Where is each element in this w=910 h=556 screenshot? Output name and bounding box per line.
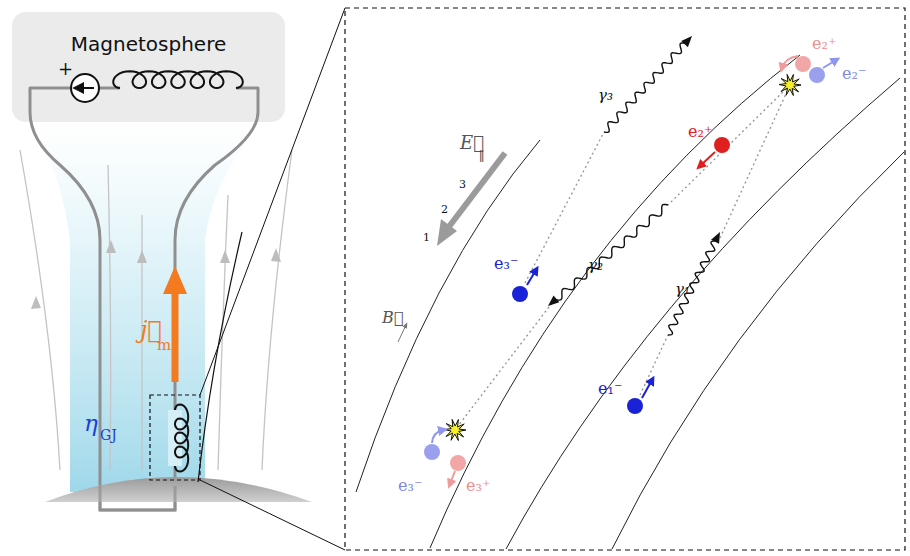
step-number: 3 [459,179,466,190]
zoom-panel [345,8,905,550]
pair-creation-star [779,74,801,95]
velocity-arrow [642,380,652,398]
inductor-coil [113,71,243,88]
electron-label: e₂⁻ [842,66,866,82]
efield-subscript: ∥ [479,150,485,163]
photon-wave [668,241,716,335]
current-arrow [172,292,179,382]
zoom-line [200,8,345,550]
velocity-arrow [450,471,455,484]
photon-label: γ₁ [675,282,690,297]
plasma-funnel [32,122,262,492]
voltage-source [71,74,99,102]
step-number: 1 [423,232,430,243]
density-subscript: GJ [100,428,117,442]
positron-label: e₃⁺ [466,478,490,494]
photon-label: γ₂ [588,258,603,273]
positron [450,455,466,471]
region-title: Magnetosphere [12,32,285,56]
electron [809,67,825,83]
boundary-line [198,232,242,482]
circuit-wire [100,486,175,510]
electron [627,398,643,414]
magnetic-field-lines [356,55,904,549]
circuit-wire [30,88,258,510]
current-subscript: m [157,338,171,353]
region-box: Magnetosphere [12,12,285,122]
positron [714,137,730,153]
particle-track [455,85,790,430]
electron-label: e₁⁻ [598,381,622,397]
photon-label: γ₃ [598,88,613,103]
pair-creation-star [444,419,466,440]
electron-label: e₃⁻ [398,478,422,494]
positron-label: e₂⁺ [812,36,836,52]
electron-label: e₃⁻ [494,256,518,272]
efield-arrowhead [437,219,457,246]
zoom-box [150,395,200,480]
velocity-arrow [527,270,536,285]
photon-arrowhead [681,36,692,47]
bfield-symbol: B⃗ [382,310,403,326]
photon-wave [604,43,685,132]
pair-creation [444,74,801,440]
photon-wave [556,204,668,300]
star-surface [45,477,312,502]
field-arrow [398,325,406,342]
sign-label: + [58,60,73,78]
field-arrowheads [31,240,281,309]
positron [795,56,811,72]
step-number: 2 [441,204,448,215]
electron [424,444,440,460]
photon-arrowhead [711,232,720,244]
velocity-arrow [823,60,836,68]
source-arrow [77,87,94,89]
photon-waves [548,36,720,335]
efield-arrow [448,153,505,228]
field-lines [20,150,292,470]
photon-arrowhead [548,295,559,306]
inductor-coil [175,404,188,471]
velocity-arrow [700,152,715,166]
electron [512,286,528,302]
positron-label: e₂⁺ [688,124,712,140]
velocity-arrow [432,430,443,443]
current-arrowhead [163,266,187,294]
density-symbol: η [84,412,98,435]
